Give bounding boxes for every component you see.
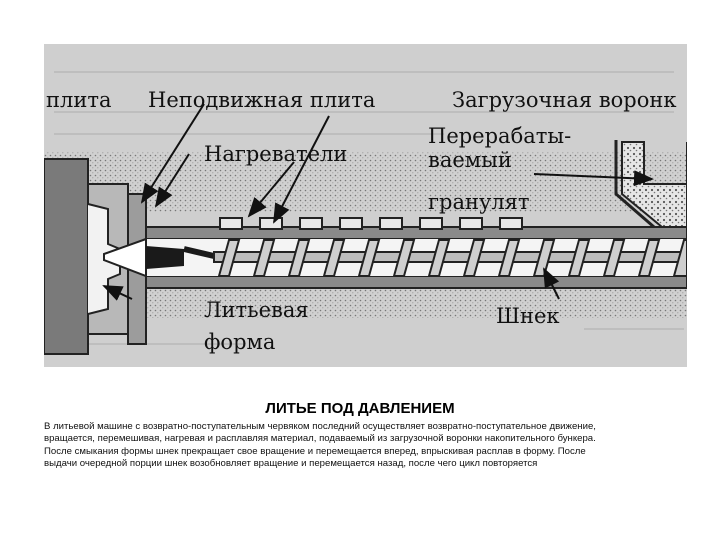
heater-bands <box>219 217 523 230</box>
description-line: После смыкания формы шнек прекращает сво… <box>44 445 586 457</box>
label-fixed-plate: Неподвижная плита <box>148 88 376 112</box>
label-granulate-2: ваемый <box>428 148 512 172</box>
label-granulate-3: гранулят <box>428 190 530 214</box>
label-heaters: Нагреватели <box>204 142 348 166</box>
description-line: В литьевой машине с возвратно-поступател… <box>44 421 596 432</box>
description-text: В литьевой машине с возвратно-поступател… <box>44 421 694 471</box>
machine-drawing <box>43 44 688 367</box>
label-plate: плита <box>46 88 112 112</box>
label-hopper: Загрузочная воронк <box>452 88 677 112</box>
screw <box>213 239 688 277</box>
ghost-text <box>54 71 684 345</box>
label-mold-1: Литьевая <box>204 298 309 322</box>
injection-molding-diagram: плита Неподвижная плита Загрузочная воро… <box>43 44 688 367</box>
leader-lines <box>102 103 654 301</box>
label-granulate-1: Перерабаты- <box>428 124 572 148</box>
label-screw: Шнек <box>496 304 560 328</box>
description-line: вращается, перемешивая, нагревая и распл… <box>44 433 596 445</box>
description-line: выдачи очередной порции шнек возобновляе… <box>44 458 538 470</box>
label-mold-2: форма <box>204 330 276 354</box>
slide-title: ЛИТЬЕ ПОД ДАВЛЕНИЕМ <box>265 400 455 417</box>
